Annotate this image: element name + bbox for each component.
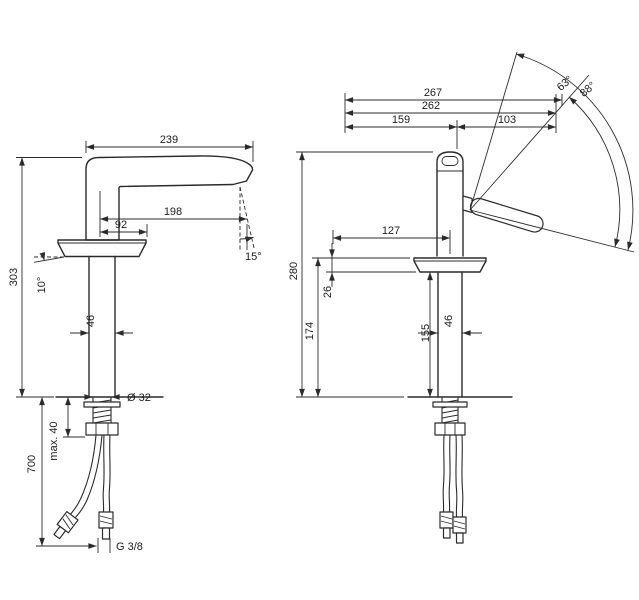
riser-column	[88, 255, 116, 398]
swivel-arc-63	[568, 96, 621, 248]
dim-10deg-label: 10°	[36, 277, 48, 294]
dim-92: 92	[100, 219, 148, 237]
dim-g38-label: G 3/8	[116, 541, 143, 553]
connector-nut	[452, 516, 467, 534]
nut-facets	[95, 423, 109, 435]
hose-1	[442, 434, 451, 513]
dim-92-label: 92	[115, 219, 127, 231]
dim-303: 303	[8, 157, 82, 398]
connector-hatch	[453, 520, 466, 530]
supply-hoses	[53, 434, 114, 540]
dim-127-label: 127	[382, 225, 400, 237]
dim-239: 239	[85, 134, 254, 162]
dim-159: 159	[345, 114, 458, 149]
dim-267-label: 267	[424, 87, 442, 99]
spout-opening-front	[441, 156, 459, 166]
nut-body	[434, 422, 466, 436]
connector-tip	[101, 527, 111, 540]
tilt-line	[33, 256, 65, 263]
connector-tip	[53, 525, 67, 540]
right-faucet-body	[407, 151, 544, 544]
hose-connector-2	[452, 516, 467, 544]
dim-88deg-label: 88°	[578, 80, 598, 100]
dim-dia32-label: Ø 32	[127, 392, 151, 404]
left-faucet-body	[53, 155, 254, 540]
riser-column	[437, 271, 463, 398]
connector-hatch	[99, 515, 113, 525]
mounting-washer	[432, 401, 468, 408]
dim-103-label: 103	[498, 114, 516, 126]
hose-2	[455, 434, 464, 518]
hose-angled	[66, 434, 103, 521]
dim-174-label: 174	[304, 322, 316, 340]
dim-diameter-32: Ø 32	[74, 392, 151, 404]
dim-262-label: 262	[422, 100, 440, 112]
dim-303-label: 303	[8, 268, 20, 286]
dim-103: 103	[457, 114, 556, 130]
hose-connector-straight	[98, 511, 114, 540]
hose-straight	[102, 434, 111, 513]
mounting-nut	[434, 422, 466, 436]
dim-700: 700	[26, 397, 80, 547]
angle-10-indicator: 10°	[33, 252, 65, 294]
dim-239-label: 239	[160, 134, 178, 146]
dim-280: 280	[288, 151, 433, 398]
spout-and-body-outline	[85, 155, 254, 241]
dim-267: 267	[344, 87, 563, 133]
swivel-line-63	[469, 74, 590, 211]
connector-nut	[98, 511, 114, 529]
hose-connector-angled	[53, 510, 79, 540]
dim-280-label: 280	[288, 262, 300, 280]
extension-lines	[97, 538, 111, 553]
handle-axis-line	[469, 209, 635, 253]
dim-46-right: 46	[418, 315, 482, 336]
escutcheon-plate	[57, 239, 147, 258]
left-view: 15° 239 198 92 303 10°	[8, 134, 262, 553]
hose-connector-1	[439, 511, 454, 539]
dim-max40-label: max. 40	[48, 421, 60, 460]
dim-127: 127	[332, 225, 451, 254]
dim-46-left-label: 46	[85, 315, 97, 327]
mounting-nut	[85, 422, 119, 436]
supply-hoses	[439, 434, 467, 544]
dim-15deg-label: 15°	[245, 251, 262, 263]
dim-26-label: 26	[322, 286, 334, 298]
dim-155: 155	[420, 272, 433, 397]
dim-159-label: 159	[392, 114, 410, 126]
dim-198-label: 198	[164, 206, 182, 218]
body-outline	[436, 151, 464, 257]
extension-lines	[16, 157, 82, 398]
dim-46-left: 46	[70, 315, 133, 336]
dim-26: 26	[322, 243, 416, 298]
nut-body	[85, 422, 119, 436]
select-handle	[469, 197, 544, 233]
swivel-arc-88	[515, 53, 634, 251]
dim-63deg-label: 63°	[555, 74, 575, 94]
dim-g38: G 3/8	[80, 538, 143, 553]
connector-hatch	[62, 514, 74, 530]
connector-tip	[455, 532, 464, 544]
swivel-line-88	[469, 51, 518, 211]
connector-tip	[442, 527, 451, 539]
right-view: 63° 88° 267 262 159 103 127	[288, 51, 635, 544]
handle-swivel-angles: 63° 88°	[469, 51, 635, 253]
connector-hatch	[440, 515, 453, 525]
dim-198: 198	[99, 191, 248, 250]
dim-max-40: max. 40	[48, 397, 85, 461]
spray-angle-indicator: 15°	[239, 186, 262, 263]
mounting-washer	[83, 401, 121, 408]
escutcheon-plate	[413, 257, 487, 273]
handle-hub	[462, 195, 473, 214]
dim-700-label: 700	[26, 455, 38, 473]
dim-262: 262	[345, 94, 557, 133]
dim-46-right-label: 46	[443, 315, 455, 327]
connector-nut	[439, 511, 454, 529]
nut-facets	[444, 423, 456, 435]
extension-lines	[296, 151, 433, 398]
dim-174: 174	[304, 257, 410, 397]
